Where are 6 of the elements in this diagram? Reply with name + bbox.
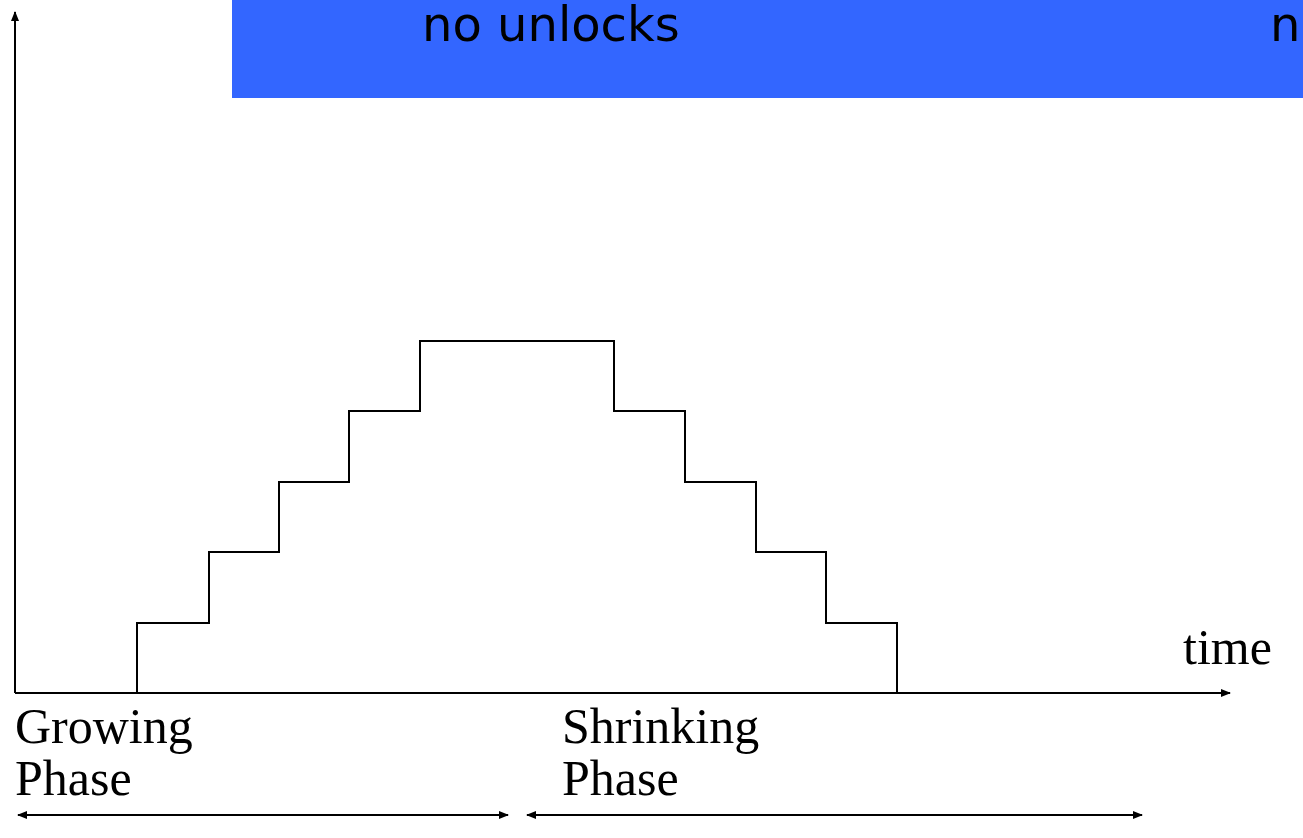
axis-label: time	[1183, 618, 1272, 676]
highlight-band	[232, 0, 1303, 98]
phase-label: Growing Phase	[15, 700, 194, 804]
band-text: no unlocks	[422, 0, 680, 52]
band-text: n	[1270, 0, 1301, 52]
phase-label: Shrinking Phase	[562, 700, 761, 804]
